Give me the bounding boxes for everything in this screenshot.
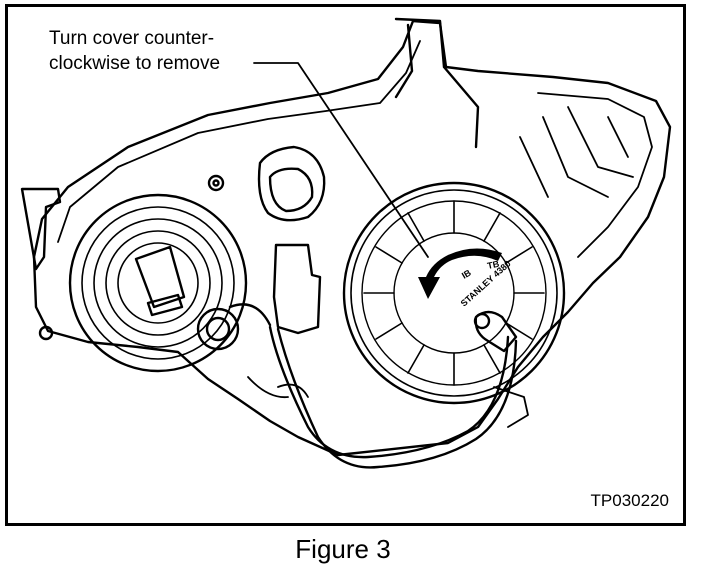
cover-mark-left: IB: [460, 267, 473, 280]
connector-block: [272, 243, 322, 335]
headlamp-housing: [32, 19, 672, 457]
mounting-screw-center: [212, 179, 220, 187]
figure-frame: STANLEY 4380 IB TB Turn cover counter- c…: [5, 4, 686, 526]
rotation-arrow: [418, 248, 502, 299]
housing-ribs: [519, 106, 634, 198]
wiring-harness: [228, 303, 518, 469]
low-beam-bulb: [134, 245, 186, 317]
low-beam-reflector: [68, 193, 248, 373]
callout-instruction: Turn cover counter- clockwise to remove: [49, 26, 220, 76]
left-mounting-tab: [20, 187, 62, 271]
cover-center-plug: [474, 310, 518, 353]
callout-line-2: clockwise to remove: [49, 53, 221, 74]
headlamp-drawing: STANLEY 4380 IB TB: [20, 17, 672, 469]
housing-inner-contour: [57, 40, 653, 258]
callout-line-1: Turn cover counter-: [49, 28, 215, 49]
upper-mounting-bracket: [394, 17, 480, 149]
cover-stamp-text: STANLEY 4380: [459, 258, 513, 308]
upper-bulb-socket: [257, 145, 326, 222]
lower-lamp-housing: [247, 376, 529, 428]
round-plug-inner: [205, 316, 231, 342]
round-plug: [196, 307, 240, 351]
mounting-screw: [207, 174, 225, 192]
bulb-access-cover: [342, 181, 566, 405]
figure-caption: Figure 3: [295, 534, 391, 564]
lower-screw: [38, 325, 54, 341]
cover-center-plug-face: [473, 312, 491, 330]
cover-mark-right: TB: [486, 259, 500, 271]
callout-leader-line: [253, 62, 429, 258]
figure-code: TP030220: [590, 491, 669, 510]
